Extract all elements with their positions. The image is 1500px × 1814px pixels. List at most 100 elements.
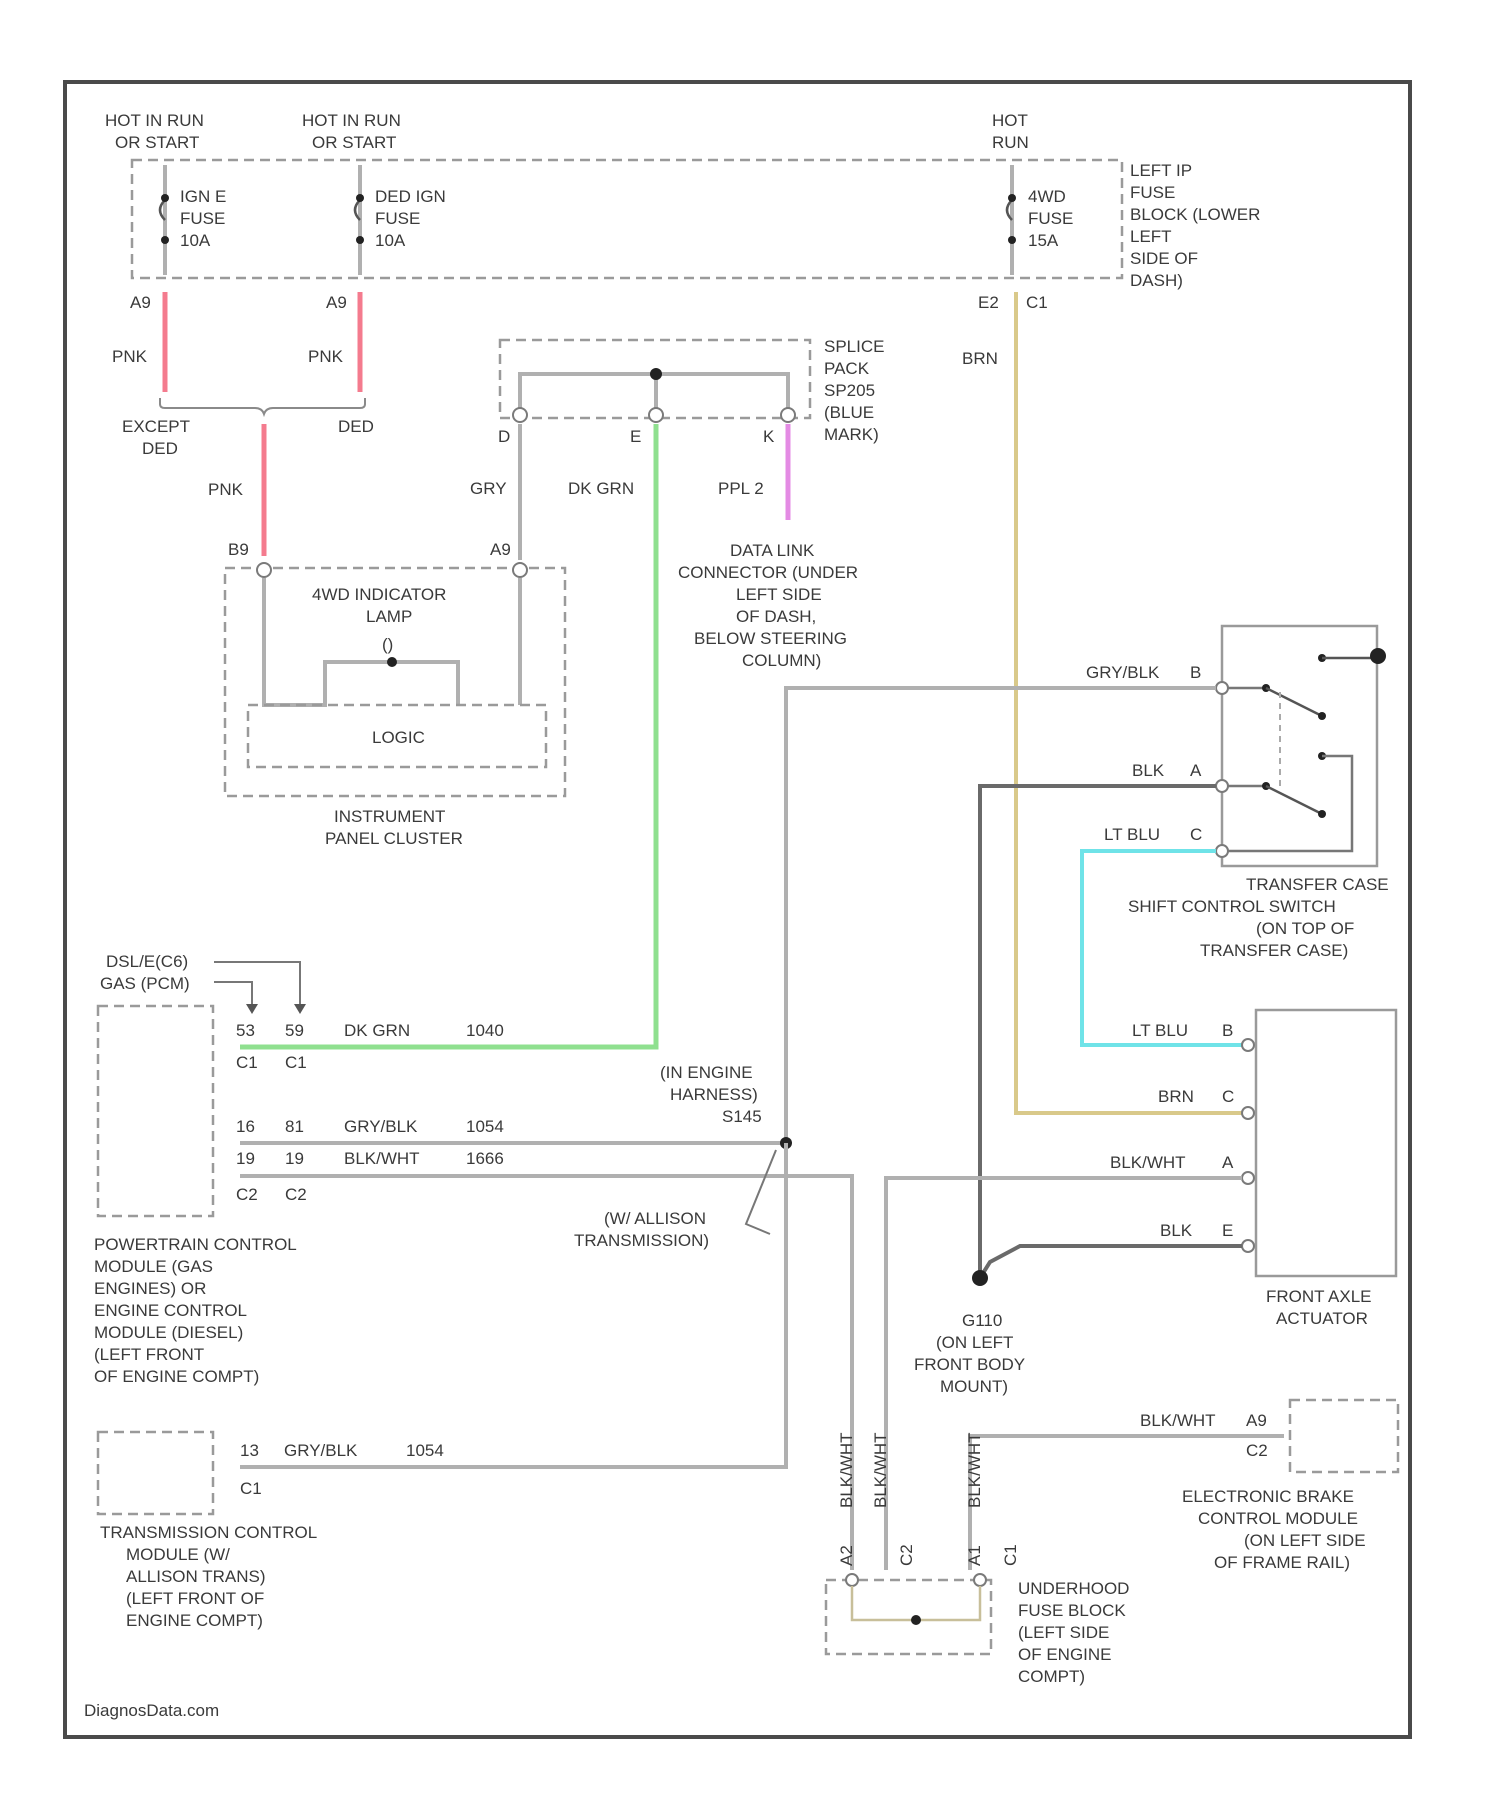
dlc-label-2: CONNECTOR (UNDER	[678, 563, 858, 582]
dlc-label-1: DATA LINK	[730, 541, 815, 560]
uh-label-3: (LEFT SIDE	[1018, 1623, 1109, 1642]
lamp-label-1: 4WD INDICATOR	[312, 585, 446, 604]
dlc-label-4: OF DASH,	[736, 607, 816, 626]
actuator-blk-wht-label: BLK/WHT	[1110, 1153, 1186, 1172]
splice-pack-label-5: MARK)	[824, 425, 879, 444]
pcm-row2-circuit: 1054	[466, 1117, 504, 1136]
fuse-2-type: FUSE	[375, 209, 420, 228]
tcm-circuit: 1054	[406, 1441, 444, 1460]
pcm-label-4: ENGINE CONTROL	[94, 1301, 247, 1320]
pnk-label-2: PNK	[308, 347, 344, 366]
actuator-pin-b: B	[1222, 1021, 1233, 1040]
tcm-label-1: TRANSMISSION CONTROL	[100, 1523, 317, 1542]
fuse-pin-2: A9	[326, 293, 347, 312]
fuse-1-name: IGN E	[180, 187, 226, 206]
pcm-label-7: OF ENGINE COMPT)	[94, 1367, 259, 1386]
tcm-pin: 13	[240, 1441, 259, 1460]
pcm-label-6: (LEFT FRONT	[94, 1345, 204, 1364]
tcm-wire: GRY/BLK	[284, 1441, 358, 1460]
pnk-label-1: PNK	[112, 347, 148, 366]
power-label-3-line1: HOT	[992, 111, 1028, 130]
power-label-2-line2: OR START	[312, 133, 396, 152]
ground-g110-dot	[972, 1270, 988, 1286]
pcm-row3-circuit: 1666	[466, 1149, 504, 1168]
brn-circuit: BRN	[962, 292, 1245, 1113]
logic-label: LOGIC	[372, 728, 425, 747]
tcm-conn: C1	[240, 1479, 262, 1498]
pcm-label-2: MODULE (GAS	[94, 1257, 213, 1276]
fuse-2-name: DED IGN	[375, 187, 446, 206]
pcm-row2-pin-a: 16	[236, 1117, 255, 1136]
fuse-pin-1: A9	[130, 293, 151, 312]
actuator-pin-c: C	[1222, 1087, 1234, 1106]
fuse-2-rating: 10A	[375, 231, 406, 250]
except-ded-line1: EXCEPT	[122, 417, 190, 436]
lamp-label-2: LAMP	[366, 607, 412, 626]
dk-grn-wire	[240, 424, 656, 1047]
transfer-switch-outline	[1222, 626, 1377, 866]
pcm-row3-conn-b: C2	[285, 1185, 307, 1204]
switch-lt-blu-label: LT BLU	[1104, 825, 1160, 844]
fuse-block: HOT IN RUN OR START HOT IN RUN OR START …	[105, 111, 1260, 312]
ppl-circuit: PPL 2 DATA LINK CONNECTOR (UNDER LEFT SI…	[678, 424, 858, 670]
pnk-label-3: PNK	[208, 480, 244, 499]
ppl-label: PPL 2	[718, 479, 764, 498]
dk-grn-circuit: DK GRN	[240, 424, 656, 1047]
fuse-block-label-3: BLOCK (LOWER	[1130, 205, 1260, 224]
power-label-1-line1: HOT IN RUN	[105, 111, 204, 130]
ebcm-pin: A9	[1246, 1411, 1267, 1430]
tcm-label-3: ALLISON TRANS)	[126, 1567, 266, 1586]
actuator-pin-a: A	[1222, 1153, 1234, 1172]
uh-wire-label-1: BLK/WHT	[837, 1432, 856, 1508]
uh-pin-c2: C2	[897, 1544, 916, 1566]
s145-label-1: (IN ENGINE	[660, 1063, 753, 1082]
pcm-row1-pin-a: 53	[236, 1021, 255, 1040]
fuse-block-label-5: SIDE OF	[1130, 249, 1198, 268]
switch-blk-label: BLK	[1132, 761, 1165, 780]
uh-pin-a1: A1	[965, 1545, 984, 1566]
cluster-label-2: PANEL CLUSTER	[325, 829, 463, 848]
ground-label-4: MOUNT)	[940, 1377, 1008, 1396]
pcm-row3-conn-a: C2	[236, 1185, 258, 1204]
pcm-row2-wire: GRY/BLK	[344, 1117, 418, 1136]
electronic-brake-control-module: BLK/WHT A9 C2 ELECTRONIC BRAKE CONTROL M…	[970, 1400, 1398, 1572]
underhood-fuse-block: BLK/WHT BLK/WHT BLK/WHT A2 C2 A1 C1 UNDE…	[826, 1432, 1129, 1686]
blk-wht-pcm-wire	[240, 1176, 852, 1570]
instrument-panel-cluster: B9 A9 4WD INDICATOR LAMP () LOGIC INSTRU…	[225, 540, 565, 848]
dlc-label-3: LEFT SIDE	[736, 585, 822, 604]
uh-label-1: UNDERHOOD	[1018, 1579, 1129, 1598]
pcm-row2-pin-b: 81	[285, 1117, 304, 1136]
splice-pin-d: D	[498, 427, 510, 446]
brn-label-1: BRN	[962, 349, 998, 368]
lamp-symbol: ()	[382, 635, 393, 654]
uh-pin-c1: C1	[1001, 1544, 1020, 1566]
except-ded-line2: DED	[142, 439, 178, 458]
allison-note-2: TRANSMISSION)	[574, 1231, 709, 1250]
fuse-1-type: FUSE	[180, 209, 225, 228]
switch-contact-dot	[1370, 648, 1386, 664]
dk-grn-label: DK GRN	[568, 479, 634, 498]
uh-wire-label-2: BLK/WHT	[871, 1432, 890, 1508]
4wd-fuse: 4WD FUSE 15A	[1007, 165, 1073, 275]
pcm-row3-wire: BLK/WHT	[344, 1149, 420, 1168]
transfer-case-switch: GRY/BLK B BLK A LT BLU C TRANSFER CASE S…	[1086, 626, 1389, 960]
actuator-label-1: FRONT AXLE	[1266, 1287, 1372, 1306]
s145-label-2: HARNESS)	[670, 1085, 758, 1104]
gry-label: GRY	[470, 479, 507, 498]
splice-pack: D E K SPLICE PACK SP205 (BLUE MARK)	[498, 337, 884, 446]
ground-label-1: G110	[962, 1311, 1002, 1330]
actuator-brn-label: BRN	[1158, 1087, 1194, 1106]
watermark: DiagnosData.com	[84, 1701, 219, 1720]
allison-note-1: (W/ ALLISON	[604, 1209, 706, 1228]
power-label-3-line2: RUN	[992, 133, 1029, 152]
fuse-block-label-1: LEFT IP	[1130, 161, 1192, 180]
ign-e-fuse: IGN E FUSE 10A	[160, 165, 226, 275]
splice-pack-label-3: SP205	[824, 381, 875, 400]
ground-label-3: FRONT BODY	[914, 1355, 1025, 1374]
splice-pack-label-1: SPLICE	[824, 337, 884, 356]
fuse-3-name: 4WD	[1028, 187, 1066, 206]
actuator-lt-blu-label: LT BLU	[1132, 1021, 1188, 1040]
uh-wire-label-3: BLK/WHT	[965, 1432, 984, 1508]
dlc-label-5: BELOW STEERING	[694, 629, 847, 648]
